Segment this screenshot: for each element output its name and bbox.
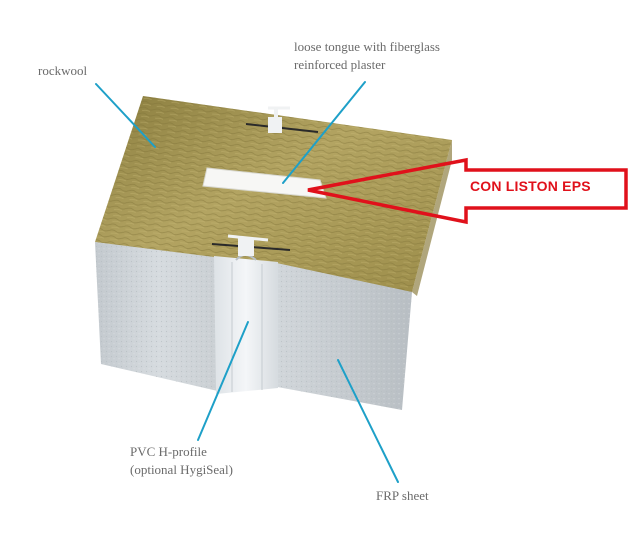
- frp-label-text: FRP sheet: [376, 487, 429, 505]
- tongue-label: loose tongue with fiberglass reinforced …: [294, 38, 440, 74]
- rockwool-label: rockwool: [38, 62, 87, 80]
- pvc-label: PVC H-profile (optional HygiSeal): [130, 443, 233, 479]
- pvc-label-line1: PVC H-profile: [130, 443, 233, 461]
- eps-callout-text: CON LISTON EPS: [470, 178, 591, 194]
- pvc-label-line2: (optional HygiSeal): [130, 461, 233, 479]
- frp-label: FRP sheet: [376, 487, 429, 505]
- tongue-label-line1: loose tongue with fiberglass: [294, 38, 440, 56]
- rockwool-label-text: rockwool: [38, 62, 87, 80]
- tongue-label-line2: reinforced plaster: [294, 56, 440, 74]
